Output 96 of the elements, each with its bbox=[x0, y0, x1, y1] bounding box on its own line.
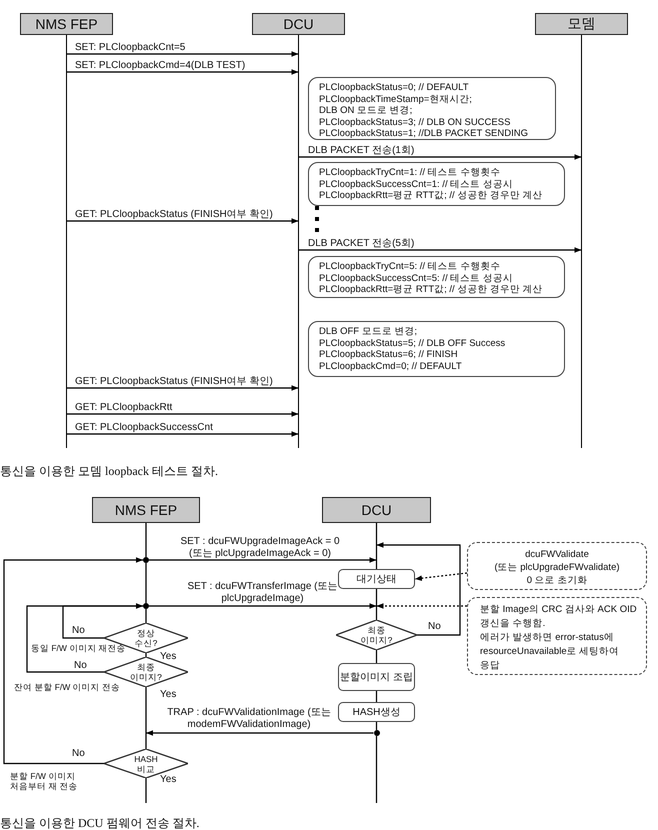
note-box bbox=[308, 321, 565, 377]
arrow bbox=[66, 431, 298, 437]
note-box bbox=[308, 256, 565, 298]
note-line: DLB ON 모드로 변경; bbox=[319, 105, 414, 116]
connector-line bbox=[145, 523, 147, 557]
figure-caption: 통신을 이용한 모뎀 loopback 테스트 절차. bbox=[0, 463, 218, 480]
participant-name: NMS FEP bbox=[114, 502, 178, 518]
note-line: dcuFWValidate bbox=[524, 548, 590, 561]
connector-line bbox=[376, 736, 378, 803]
participant-name: DCU bbox=[361, 502, 392, 518]
annotation-text: 분할 F/W 이미지 처음부터 재 전송 bbox=[10, 771, 79, 791]
note-box bbox=[467, 597, 647, 675]
note-line: PLCloopbackCmd=0; // DEFAULT bbox=[319, 360, 463, 372]
connector-line bbox=[145, 687, 147, 749]
note-line: PLCloopbackRtt=평균 RTT값; // 성공한 경우만 계산 bbox=[319, 190, 544, 202]
arrow bbox=[298, 154, 582, 160]
note-line: PLCloopbackStatus=3; // DLB ON SUCCESS bbox=[319, 116, 512, 128]
note-line: DLB OFF 모드로 변경; bbox=[319, 326, 418, 338]
edge-label: No bbox=[74, 660, 87, 672]
note-line: 0 으로 초기화 bbox=[526, 574, 588, 587]
junction-dot bbox=[374, 730, 380, 736]
participant-name: DCU bbox=[283, 16, 314, 32]
annotation-text: 동일 F/W 이미지 재전송 bbox=[31, 643, 126, 653]
edge-label: SET : dcuFWUpgradeImageAck = 0 (또는 plcUpgradeImageAck = 0) bbox=[179, 536, 341, 560]
decision-diamond bbox=[336, 620, 417, 650]
edge-label: SET: PLCloopbackCmd=4(DLB TEST) bbox=[75, 60, 246, 72]
edge-label: TRAP : dcuFWValidationImage (또는 modemFWValidationImage) bbox=[166, 707, 332, 731]
arrow bbox=[376, 542, 461, 636]
process-label: 대기상태 bbox=[356, 574, 396, 584]
note-line: PLCloopbackTryCnt=1: // 테스트 수행횟수 bbox=[319, 167, 502, 178]
arrow bbox=[149, 603, 376, 609]
process-box bbox=[338, 702, 415, 722]
annotation-text: 잔여 분할 F/W 이미지 전송 bbox=[14, 682, 120, 692]
dashed-arrow bbox=[376, 603, 467, 609]
junction-dot bbox=[143, 603, 149, 609]
arrow bbox=[66, 385, 298, 391]
figure-caption: 통신을 이용한 DCU 펌웨어 전송 절차. bbox=[0, 815, 200, 830]
process-label: 분할이미지 조립 bbox=[340, 672, 413, 682]
edge-label: SET: PLCloopbackCnt=5 bbox=[75, 42, 186, 54]
edge-label: GET: PLCloopbackStatus (FINISH여부 확인) bbox=[75, 209, 273, 221]
arrow bbox=[66, 51, 298, 57]
edge-label: SET : dcuFWTransferImage (또는 plcUpgradeImage) bbox=[186, 581, 339, 605]
edge-label: Yes bbox=[160, 774, 176, 786]
junction-dot bbox=[143, 557, 149, 563]
connector-line bbox=[376, 589, 378, 620]
participant-box bbox=[322, 497, 431, 523]
decision-label: 최종 이미지? bbox=[129, 662, 163, 682]
edge-label: No bbox=[428, 621, 441, 633]
decision-label: 정상 수신? bbox=[134, 628, 158, 648]
decision-label: 최종 이미지? bbox=[360, 625, 394, 645]
note-line: (또는 plcUpgradeFWvalidate) bbox=[493, 561, 621, 574]
note-line: PLCloopbackSuccessCnt=5: // 테스트 성공시 bbox=[319, 272, 514, 284]
note-line: PLCloopbackRtt=평균 RTT값; // 성공한 경우만 계산 bbox=[319, 284, 544, 296]
note-line: PLCloopbackTimeStamp=현재시간; bbox=[319, 94, 473, 105]
connector-line bbox=[376, 650, 378, 663]
participant-name: 모뎀 bbox=[568, 15, 596, 33]
process-box bbox=[338, 663, 415, 691]
note-line: PLCloopbackSuccessCnt=1: // 테스트 성공시 bbox=[319, 178, 514, 190]
decision-label: HASH 비교 bbox=[133, 754, 159, 774]
arrow bbox=[66, 69, 298, 75]
edge-label: GET: PLCloopbackSuccessCnt bbox=[75, 422, 213, 434]
edge-label: Yes bbox=[160, 689, 176, 701]
note-text: 에러가 발생하면 error-status에 resourceUnavailable로 세팅하여 응답 bbox=[480, 631, 620, 673]
arrow bbox=[66, 411, 298, 417]
process-box bbox=[338, 569, 415, 589]
note-line: PLCloopbackStatus=5; // DLB OFF Success bbox=[319, 338, 506, 349]
connector-line bbox=[145, 609, 147, 623]
arrow bbox=[66, 218, 298, 224]
note-box bbox=[308, 162, 565, 206]
note-box bbox=[308, 77, 556, 140]
note-line: PLCloopbackStatus=0; // DEFAULT bbox=[319, 82, 470, 94]
arrow bbox=[149, 557, 376, 563]
connector-line bbox=[145, 778, 147, 803]
arrow bbox=[3, 557, 143, 764]
arrow bbox=[298, 247, 582, 253]
edge-label: No bbox=[72, 748, 85, 760]
note-line: PLCloopbackStatus=1; //DLB PACKET SENDING bbox=[319, 128, 530, 140]
connector-line bbox=[145, 563, 147, 603]
note-text: 분할 Image의 CRC 검사와 ACK OID 갱신을 수행함. bbox=[480, 603, 638, 631]
connector-line bbox=[376, 691, 378, 702]
arrow bbox=[26, 603, 143, 673]
dashed-arrow bbox=[414, 572, 468, 581]
arrow bbox=[146, 730, 374, 736]
edge-label: GET: PLCloopbackStatus (FINISH여부 확인) bbox=[75, 376, 273, 388]
connector-line bbox=[376, 523, 378, 569]
edge-label: DLB PACKET 전송(5회) bbox=[308, 238, 414, 250]
edge-label: No bbox=[72, 625, 85, 637]
participant-box bbox=[92, 497, 200, 523]
edge-label: GET: PLCloopbackRtt bbox=[75, 402, 172, 414]
edge-label: DLB PACKET 전송(1회) bbox=[308, 145, 414, 157]
process-label: HASH생성 bbox=[352, 706, 400, 718]
participant-name: NMS FEP bbox=[35, 16, 98, 32]
note-line: PLCloopbackStatus=6; // FINISH bbox=[319, 349, 459, 360]
note-box bbox=[467, 542, 647, 590]
note-line: PLCloopbackTryCnt=5: // 테스트 수행횟수 bbox=[319, 261, 502, 272]
edge-label: Yes bbox=[160, 651, 176, 663]
